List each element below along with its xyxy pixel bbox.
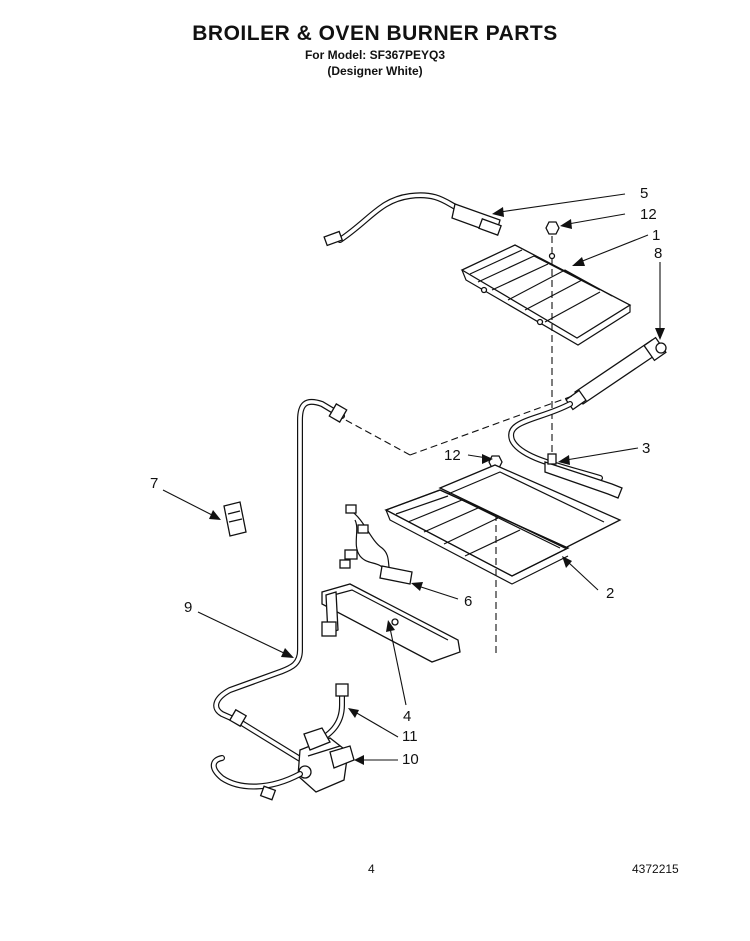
- part-10-gas-valve: [210, 727, 355, 801]
- callout-3: 3: [642, 440, 650, 457]
- part-12-screw-top: [545, 221, 560, 235]
- callout-4: 4: [403, 708, 411, 725]
- callout-7: 7: [150, 475, 158, 492]
- callout-11: 11: [402, 728, 418, 745]
- color-subtitle: (Designer White): [327, 64, 423, 78]
- callout-6: 6: [464, 593, 472, 610]
- part-5-igniter-harness: [323, 192, 502, 247]
- page-title: BROILER & OVEN BURNER PARTS: [192, 22, 558, 45]
- callout-2: 2: [606, 585, 614, 602]
- part-4-oven-burner: [321, 583, 461, 663]
- part-3-burner-bracket: [544, 453, 623, 499]
- callout-8: 8: [654, 245, 662, 262]
- part-8-broiler-burner: [565, 336, 667, 411]
- callout-12-top: 12: [640, 206, 657, 223]
- part-7-control-block: [223, 501, 247, 537]
- part-2-oven-burner-shield: [384, 464, 622, 585]
- part-9-gas-supply-tube: [213, 398, 348, 773]
- document-number: 4372215: [632, 862, 679, 876]
- part-1-broiler-shield: [460, 244, 632, 346]
- callout-1: 1: [652, 227, 660, 244]
- callout-9: 9: [184, 599, 192, 616]
- callout-leader-lines: [162, 193, 665, 765]
- callout-10: 10: [402, 751, 419, 768]
- page-number: 4: [368, 862, 375, 876]
- callout-5: 5: [640, 185, 648, 202]
- part-6-oven-igniter: [339, 504, 413, 585]
- callout-12-lower: 12: [444, 447, 461, 464]
- callout-numbers: 5 12 1 8 3 12 2 6 7 9 4 11 10: [150, 185, 662, 768]
- model-subtitle: For Model: SF367PEYQ3: [304, 48, 446, 62]
